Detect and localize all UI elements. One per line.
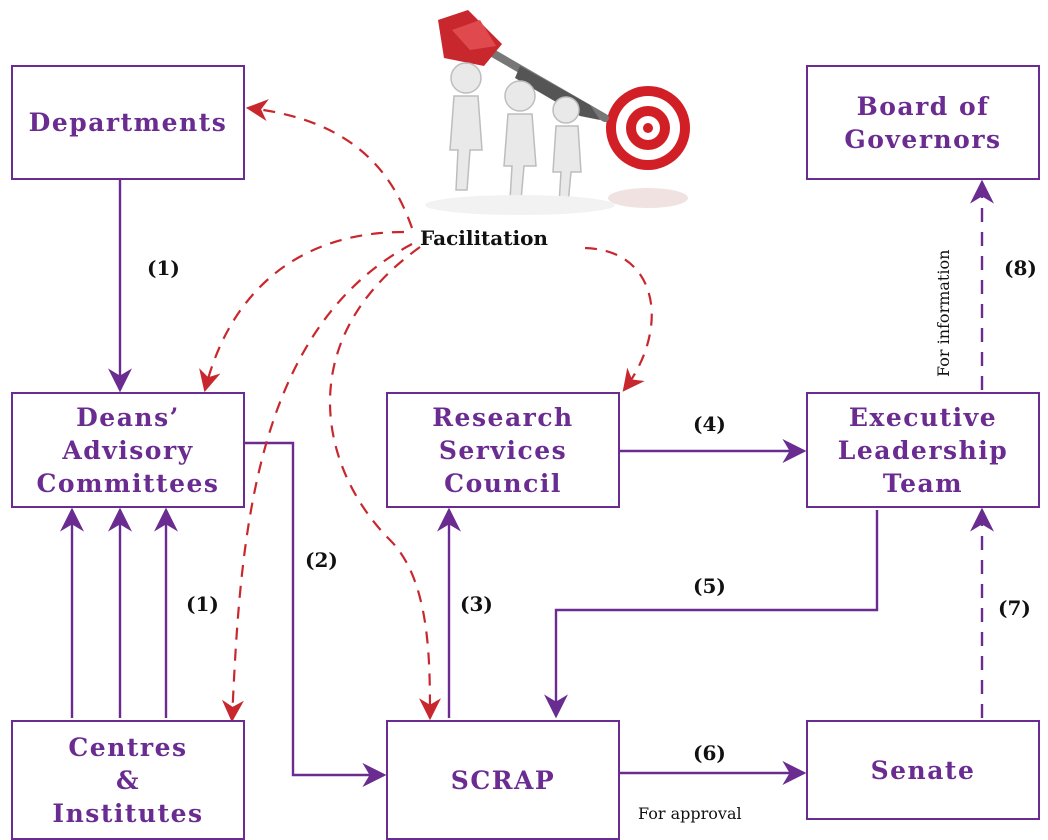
scrap-box[interactable]: SCRAP <box>386 720 620 840</box>
facilitation-arrows <box>199 99 653 723</box>
research-services-council-label: Research Services Council <box>432 402 574 498</box>
step-5-label: (5) <box>693 574 726 598</box>
step-1-top-label: (1) <box>147 256 180 280</box>
deans-advisory-committees-label: Deans’ Advisory Committees <box>36 402 220 498</box>
research-services-council-box[interactable]: Research Services Council <box>386 392 620 508</box>
facilitation-to-deans-arrow <box>199 230 405 393</box>
senate-label: Senate <box>870 755 976 785</box>
for-approval-label: For approval <box>638 804 742 823</box>
facilitation-label: Facilitation <box>420 226 548 250</box>
executive-leadership-team-box[interactable]: Executive Leadership Team <box>806 392 1040 508</box>
deans-to-scrap-arrow <box>245 441 387 787</box>
step-7-label: (7) <box>998 596 1031 620</box>
step-6-label: (6) <box>693 741 726 765</box>
for-information-label: For information <box>934 249 953 377</box>
elt-to-scrap-arrow <box>544 510 879 719</box>
facilitation-to-rsc-arrow <box>584 246 653 392</box>
scrap-label: SCRAP <box>450 765 556 795</box>
centres-institutes-label: Centres & Institutes <box>52 732 204 828</box>
executive-leadership-team-label: Executive Leadership Team <box>837 402 1009 498</box>
step-4-label: (4) <box>693 412 726 436</box>
step-8-label: (8) <box>1004 256 1037 280</box>
facilitation-to-departments-arrow <box>245 99 414 229</box>
centres-institutes-box[interactable]: Centres & Institutes <box>11 720 245 840</box>
board-of-governors-box[interactable]: Board of Governors <box>806 65 1040 180</box>
facilitation-to-scrap-arrow <box>328 246 441 721</box>
step-3-label: (3) <box>460 592 493 616</box>
senate-box[interactable]: Senate <box>806 720 1040 820</box>
dart-team-target-icon <box>425 10 690 215</box>
step-2-label: (2) <box>305 548 338 572</box>
departments-box[interactable]: Departments <box>11 65 245 180</box>
facilitation-to-centres-arrow <box>221 243 413 723</box>
departments-label: Departments <box>28 108 228 137</box>
step-1-bottom-label: (1) <box>186 592 219 616</box>
deans-advisory-committees-box[interactable]: Deans’ Advisory Committees <box>11 392 245 508</box>
solid-connectors <box>60 180 879 787</box>
board-of-governors-label: Board of Governors <box>844 91 1002 154</box>
